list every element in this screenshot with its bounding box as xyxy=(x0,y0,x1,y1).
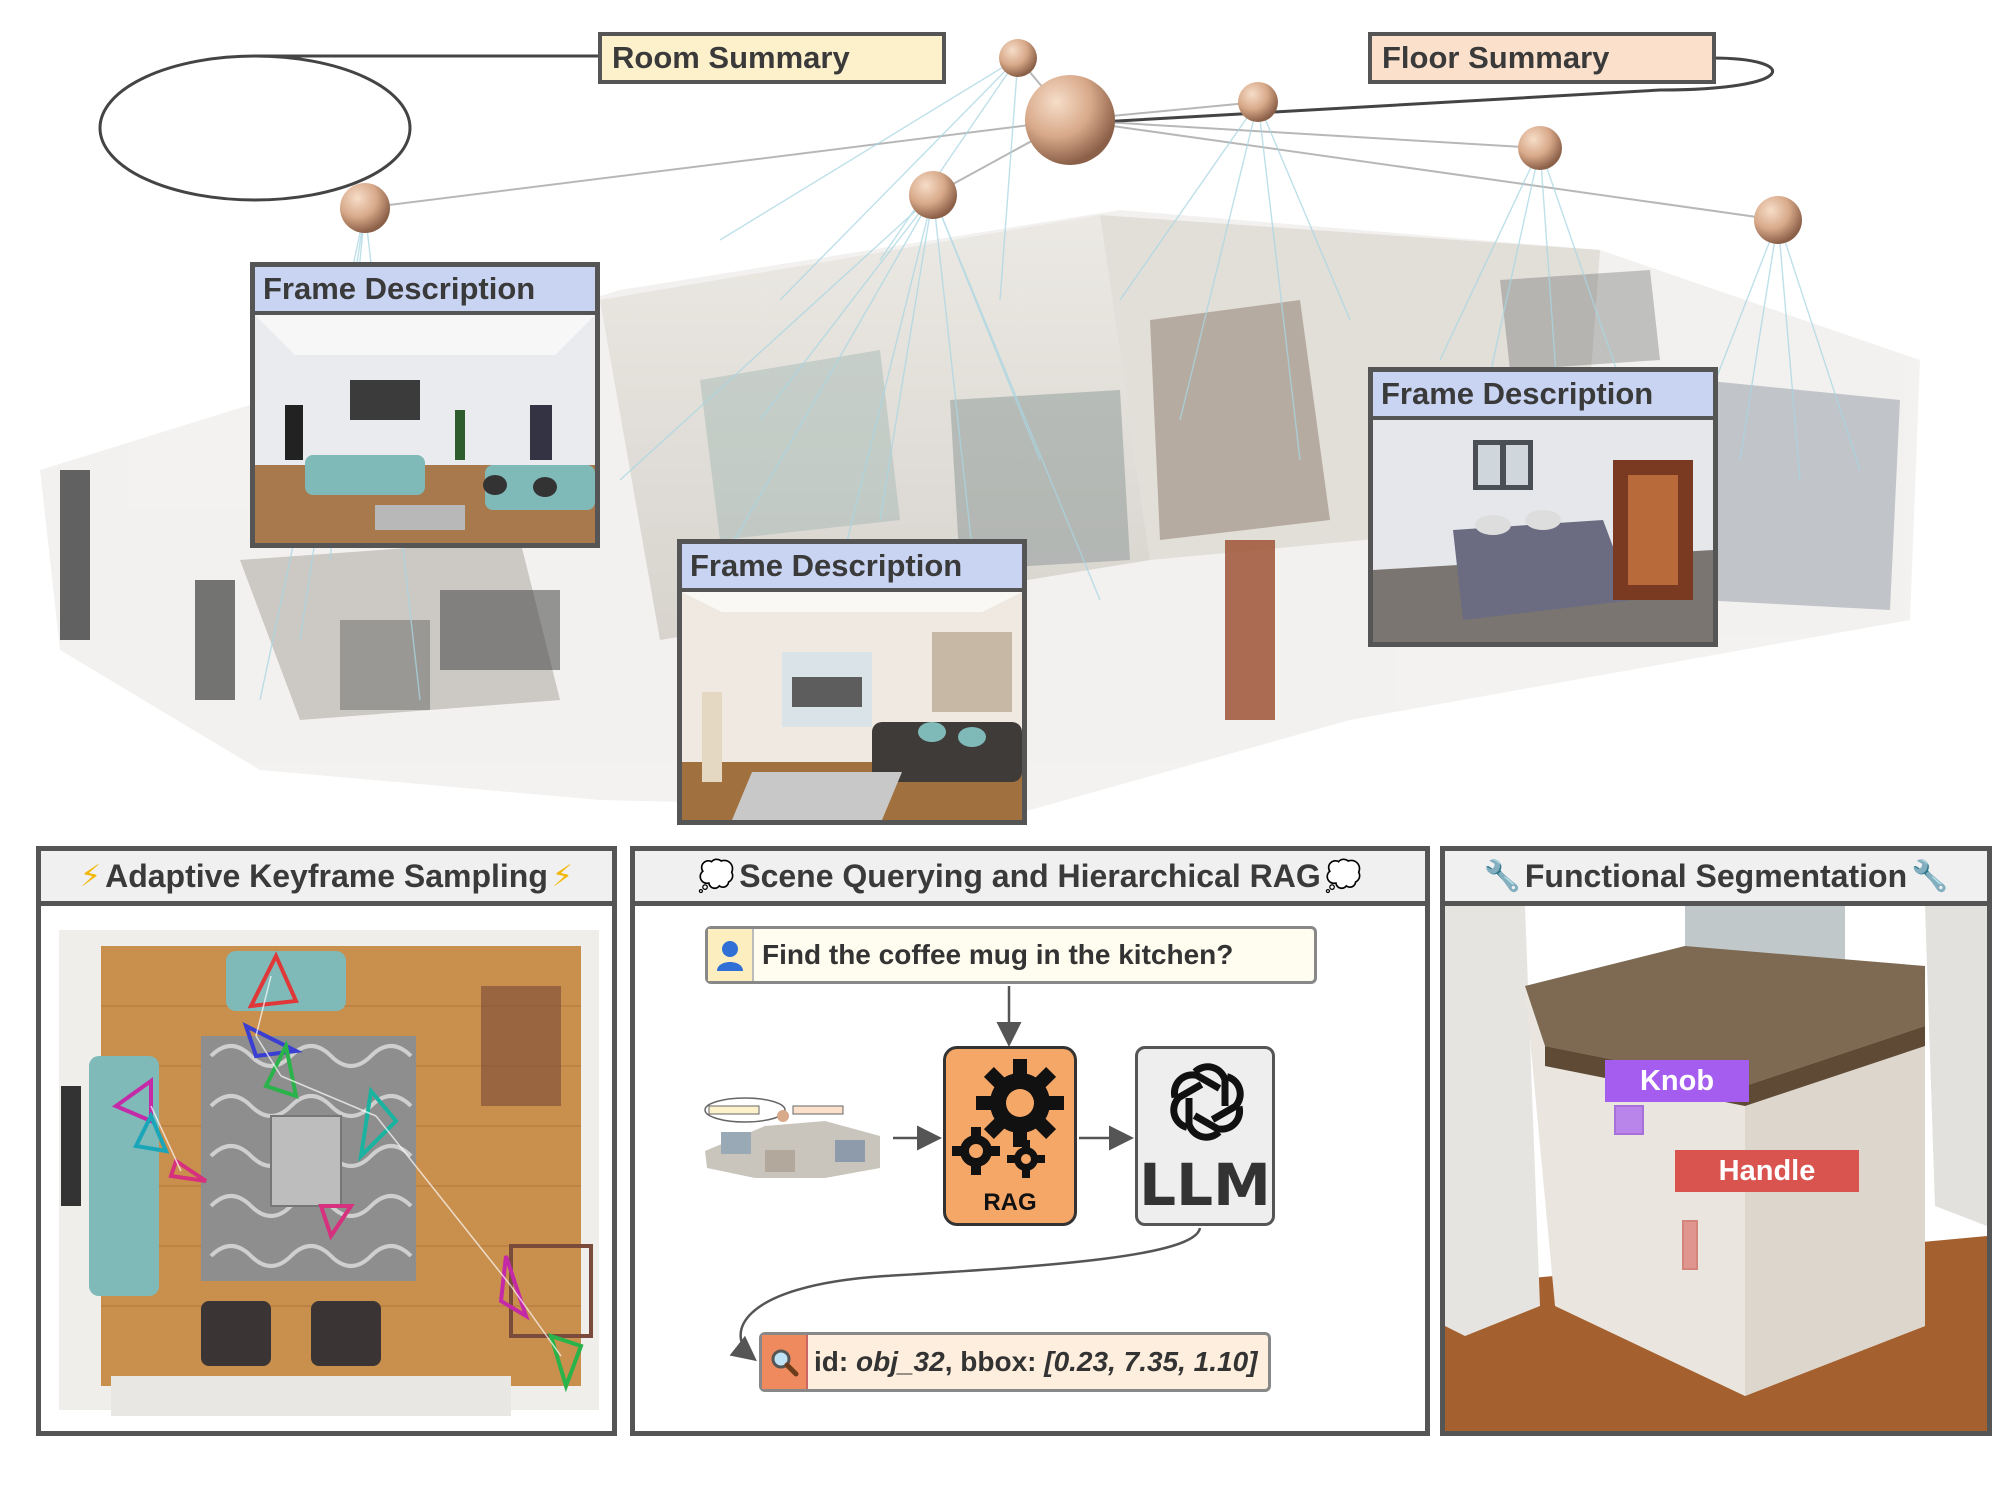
segmentation-title: Functional Segmentation xyxy=(1525,858,1907,895)
thought-bubble-icon: 💭 xyxy=(698,859,735,894)
lightning-icon: ⚡ xyxy=(80,859,101,894)
rag-panel-title: Scene Querying and Hierarchical RAG xyxy=(739,858,1321,895)
functional-segmentation-panel: 🔧 Functional Segmentation 🔧 Knob Handle xyxy=(1440,846,1992,1436)
keyframe-sampling-title: Adaptive Keyframe Sampling xyxy=(105,858,548,895)
room-node xyxy=(1518,126,1562,170)
topdown-view xyxy=(41,906,612,1431)
floor-node xyxy=(1025,75,1115,165)
wrench-icon: 🔧 xyxy=(1911,859,1948,894)
llm-label: LLM xyxy=(1138,1151,1272,1219)
rag-module: RAG xyxy=(943,1046,1077,1226)
cabinet-view: Knob Handle xyxy=(1445,906,1987,1431)
knob-mask xyxy=(1615,1106,1643,1134)
wrench-icon: 🔧 xyxy=(1484,859,1521,894)
handle-label: Handle xyxy=(1675,1150,1859,1192)
room-node xyxy=(999,39,1037,77)
room-node xyxy=(1754,196,1802,244)
room-node xyxy=(1238,82,1278,122)
room-summary-loop xyxy=(100,56,410,200)
bedroom-photo xyxy=(1373,420,1713,642)
frame-description-title: Frame Description xyxy=(682,544,1022,592)
frame-description-card: Frame Description xyxy=(677,539,1027,825)
llm-logo-icon xyxy=(1162,1057,1252,1147)
frame-description-title: Frame Description xyxy=(255,267,595,315)
scene-graph-thumbnail xyxy=(705,1098,880,1178)
query-result: id: obj_32, bbox: [0.23, 7.35, 1.10] xyxy=(759,1332,1271,1392)
result-text: id: obj_32, bbox: [0.23, 7.35, 1.10] xyxy=(814,1346,1258,1378)
rag-label: RAG xyxy=(946,1189,1074,1217)
magnifier-icon xyxy=(762,1335,808,1389)
llm-module: LLM xyxy=(1135,1046,1275,1226)
knob-label: Knob xyxy=(1605,1060,1749,1102)
gears-icon xyxy=(946,1049,1074,1189)
frame-description-card: Frame Description xyxy=(250,262,600,548)
segmentation-header: 🔧 Functional Segmentation 🔧 xyxy=(1445,851,1987,906)
rag-pipeline: Find the coffee mug in the kitchen? xyxy=(635,906,1425,1431)
room-summary-label: Room Summary xyxy=(598,32,946,84)
keyframe-sampling-header: ⚡ Adaptive Keyframe Sampling ⚡ xyxy=(41,851,612,906)
living-room-photo xyxy=(682,592,1022,820)
topdown-room-map xyxy=(41,906,612,1431)
keyframe-sampling-panel: ⚡ Adaptive Keyframe Sampling ⚡ xyxy=(36,846,617,1436)
room-node xyxy=(909,171,957,219)
thought-bubble-icon: 💭 xyxy=(1325,859,1362,894)
handle-mask xyxy=(1683,1221,1697,1269)
frame-description-title: Frame Description xyxy=(1373,372,1713,420)
rag-panel-header: 💭 Scene Querying and Hierarchical RAG 💭 xyxy=(635,851,1425,906)
living-room-photo xyxy=(255,315,595,543)
scene-graph-view: Room Summary Floor Summary Frame Descrip… xyxy=(0,0,2008,830)
lightning-icon: ⚡ xyxy=(552,859,573,894)
room-node xyxy=(340,183,390,233)
floor-summary-label: Floor Summary xyxy=(1368,32,1716,84)
rag-panel: 💭 Scene Querying and Hierarchical RAG 💭 … xyxy=(630,846,1430,1436)
frame-description-card: Frame Description xyxy=(1368,367,1718,647)
